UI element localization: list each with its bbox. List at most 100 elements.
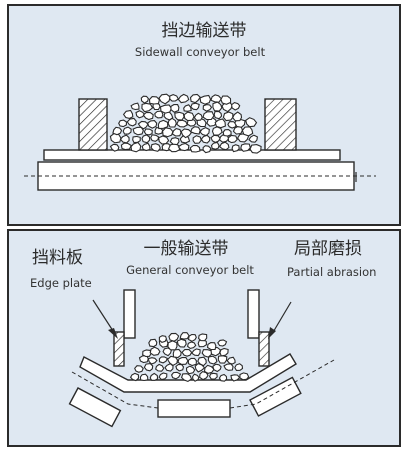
material-stone <box>141 102 154 113</box>
material-stone <box>189 93 201 104</box>
material-stone <box>214 118 226 129</box>
material-stone <box>170 104 180 113</box>
idler-axis-right <box>229 359 335 409</box>
abrasion-zone-right <box>258 331 270 367</box>
material-stone <box>172 348 182 359</box>
material-stone <box>118 119 127 128</box>
material-stone <box>201 349 213 358</box>
material-stone <box>177 93 190 104</box>
material-stone <box>174 111 185 121</box>
material-stone <box>147 120 158 129</box>
material-stone <box>169 137 180 146</box>
material-stone <box>130 102 140 111</box>
material-stone <box>193 112 203 121</box>
material-stone <box>230 374 241 382</box>
material-stone <box>112 126 123 136</box>
material-stone <box>222 111 234 122</box>
material-stone <box>232 111 243 122</box>
material-stone <box>109 132 122 144</box>
material-stone <box>187 357 197 367</box>
material-stone <box>248 134 259 143</box>
material-stone <box>212 101 223 112</box>
material-stone <box>177 142 190 152</box>
material-stone <box>170 371 182 380</box>
material-stone <box>141 134 151 144</box>
material-stone <box>192 373 200 382</box>
material-stone <box>197 356 207 367</box>
material-stone <box>140 95 150 104</box>
material-stone <box>158 135 170 145</box>
material-stone <box>167 340 178 351</box>
material-stone <box>135 110 146 119</box>
material-stone <box>159 104 173 114</box>
material-stone <box>241 126 254 137</box>
material-stone <box>199 126 210 137</box>
material-stone <box>234 363 244 371</box>
troughed-belt <box>79 353 297 393</box>
general-belt-title-cn: 一般输送带 <box>144 239 229 259</box>
edge-plate-leader <box>92 299 116 335</box>
material-stone <box>155 363 165 372</box>
abrasion-arrowhead <box>268 327 276 339</box>
material-stone <box>176 119 189 128</box>
edge-plate-right <box>247 289 260 339</box>
material-stone <box>162 347 173 357</box>
material-stone <box>249 144 262 154</box>
abrasion-zone-left <box>113 331 125 367</box>
material-stone <box>149 372 159 381</box>
material-stone <box>210 94 223 103</box>
material-stone <box>236 133 250 143</box>
material-stone <box>202 104 213 112</box>
material-stone <box>210 141 220 150</box>
sidewall-left <box>78 98 108 151</box>
material-stone <box>175 363 185 372</box>
material-stone <box>158 372 168 381</box>
material-stone <box>210 134 221 144</box>
material-stone <box>167 143 181 153</box>
material-stone <box>122 109 134 119</box>
material-stone <box>141 142 151 152</box>
material-stone <box>158 335 167 344</box>
material-stone <box>109 143 120 152</box>
material-stone <box>162 127 174 138</box>
material-stone <box>191 348 201 357</box>
material-stone <box>142 349 152 358</box>
material-stone <box>132 126 144 136</box>
material-stone <box>129 372 140 382</box>
material-stone <box>158 356 169 364</box>
material-stone <box>189 144 201 153</box>
material-stone <box>199 370 209 381</box>
material-stone <box>157 119 169 130</box>
bulk-material-pile <box>109 93 262 154</box>
material-stone <box>150 134 160 142</box>
material-stone <box>143 128 153 136</box>
edge-plate-label-en: Edge plate <box>30 276 92 290</box>
material-stone <box>194 362 206 373</box>
idler-axis-left <box>71 371 159 409</box>
material-stone <box>158 93 171 105</box>
material-stone <box>231 144 240 153</box>
material-stone <box>120 142 132 151</box>
material-stone <box>142 111 154 121</box>
material-stone <box>198 333 208 342</box>
material-stone <box>192 135 202 144</box>
material-stone <box>220 95 232 105</box>
material-stone <box>221 101 233 113</box>
material-stone <box>218 141 230 151</box>
material-stone <box>169 94 180 102</box>
partial-abrasion-label-en: Partial abrasion <box>287 265 376 279</box>
material-stone <box>122 126 132 135</box>
material-stone <box>186 341 197 349</box>
idler-roller-center <box>157 399 231 418</box>
material-stone <box>234 118 246 128</box>
material-stone <box>154 110 164 119</box>
material-stone <box>179 332 190 340</box>
material-stone <box>171 127 182 137</box>
material-stone <box>164 363 174 372</box>
sidewall-title-cn: 挡边输送带 <box>162 21 247 41</box>
material-stone <box>217 339 228 347</box>
material-stone <box>226 356 236 365</box>
material-stone <box>134 365 144 373</box>
material-stone <box>187 333 197 342</box>
